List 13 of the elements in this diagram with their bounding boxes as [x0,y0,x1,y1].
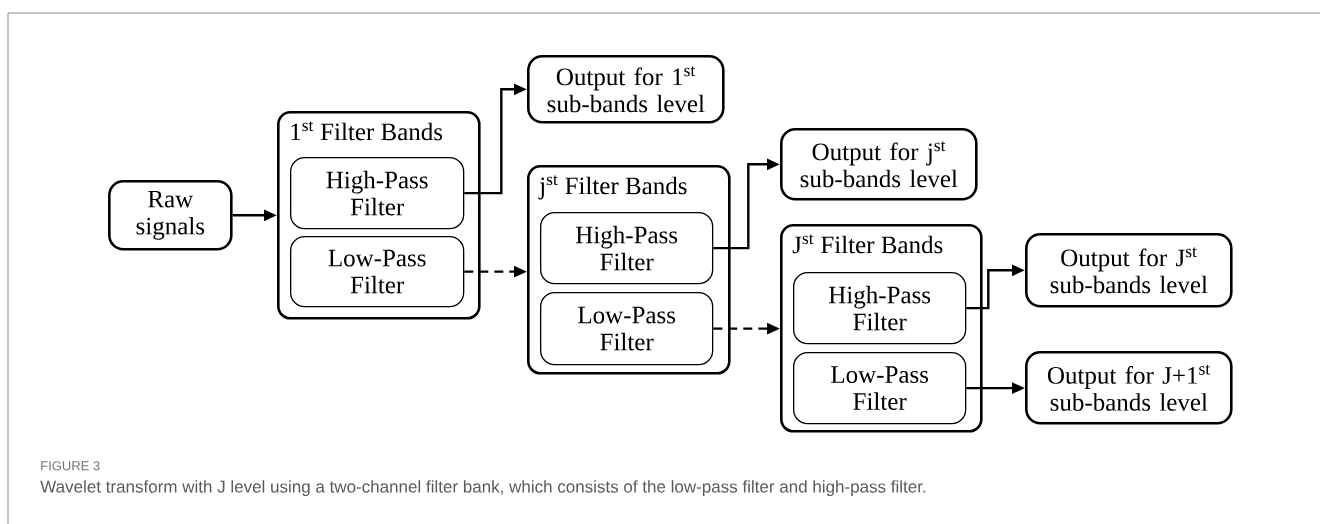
figure-label: FIGURE 3 [41,461,100,471]
filter-box: Low-Pass Filter [540,292,714,366]
process-box: Output for J+1$^{st}$ sub-bands level [1025,351,1233,425]
process-box: Output for J$^{st}$ sub-bands level [1025,233,1233,308]
filter-box: High-Pass Filter [290,157,465,230]
filter-box: Low-Pass Filter [793,352,967,425]
process-box: Output for 1$^{st}$ sub-bands level [527,55,725,124]
filter-box: High-Pass Filter [540,212,714,285]
process-box: Output for j$^{st}$ sub-bands level [780,128,978,201]
filter-box: High-Pass Filter [793,272,967,345]
filter-box: Low-Pass Filter [290,236,465,308]
caption: Wavelet transform with J level using a two-channel filter bank, which consists of the low-pass filter and high-pass filter. [40,480,926,497]
process-box: Raw signals [108,180,233,251]
